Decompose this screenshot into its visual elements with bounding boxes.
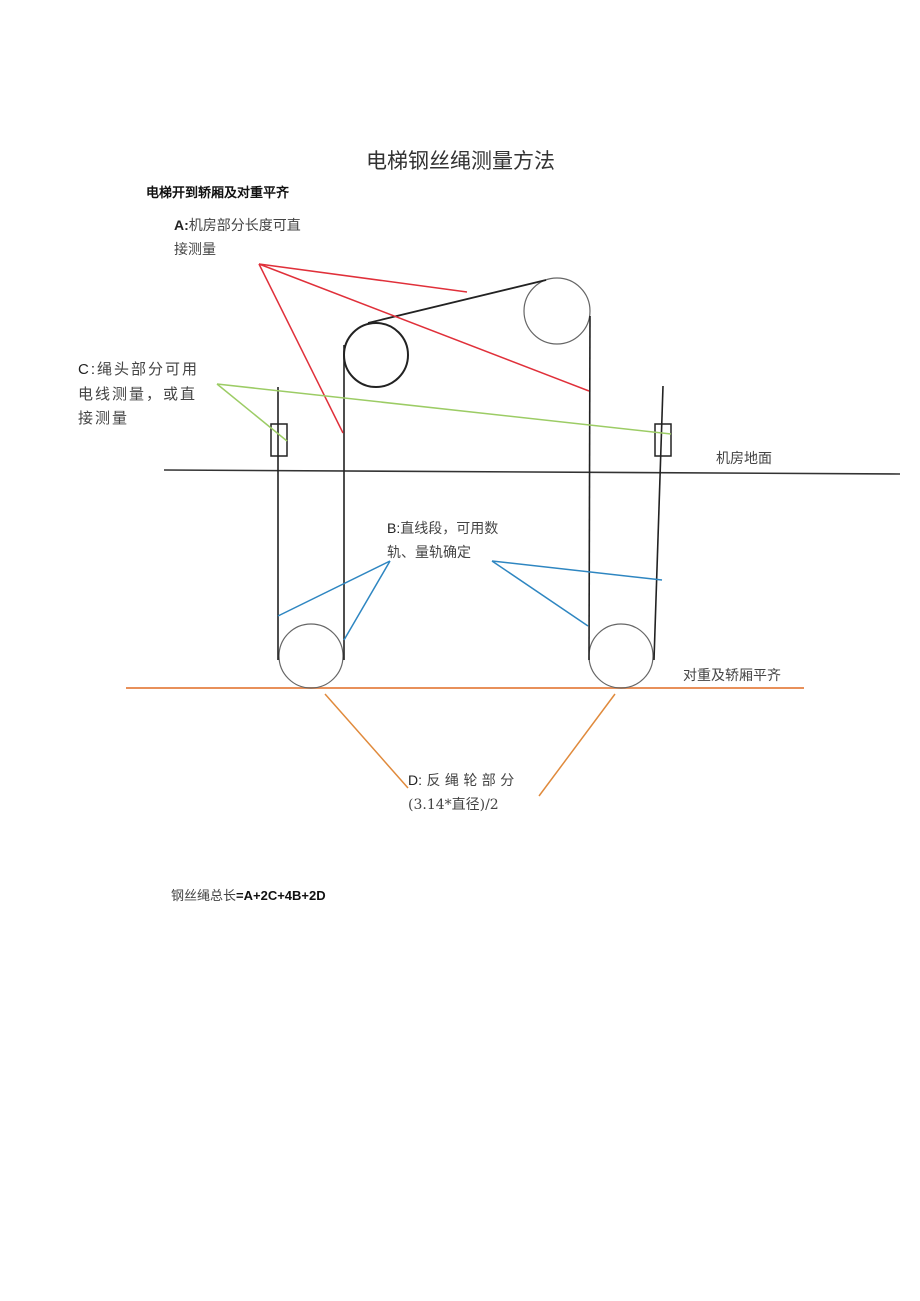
label-a-line2: 接测量 (174, 242, 216, 258)
traction-sheave (343, 322, 409, 388)
total-length-formula: 钢丝绳总长=A+2C+4B+2D (171, 889, 326, 903)
label-d-line1: 反 绳 轮 部 分 (422, 773, 515, 789)
page-subtitle: 电梯开到轿厢及对重平齐 (146, 186, 290, 201)
rope-right-hitch (653, 385, 664, 661)
a-pointer-lines (258, 263, 590, 434)
label-b-line2: 轨、量轨确定 (387, 545, 471, 561)
label-b-prefix: B: (387, 520, 401, 536)
left-rope-hitch-box (270, 423, 288, 457)
right-rope-hitch-box (654, 423, 672, 457)
d-pointer-lines (324, 693, 616, 797)
label-a-line1: 机房部分长度可直 (188, 218, 301, 234)
formula-prefix: 钢丝绳总长 (171, 889, 237, 904)
label-d-line2: (3.14*直径)/2 (408, 797, 499, 813)
label-c-line1: 绳头部分可用 (97, 360, 200, 378)
label-c-line2: 电线测量，或直 (78, 385, 198, 403)
machine-room-floor-label: 机房地面 (716, 451, 772, 467)
page-title: 电梯钢丝绳测量方法 (366, 149, 555, 173)
machine-room-floor-line (163, 469, 901, 475)
label-a-prefix: A: (174, 217, 189, 233)
counterweight-pulley (588, 623, 654, 689)
label-b-line1: 直线段，可用数 (400, 521, 499, 537)
label-c: C:绳头部分可用 电线测量，或直 接测量 (78, 357, 199, 430)
label-c-prefix: C: (78, 361, 97, 378)
label-d: D: 反 绳 轮 部 分 (3.14*直径)/2 (408, 768, 514, 817)
label-d-prefix: D: (408, 772, 422, 788)
deflector-sheave (523, 277, 591, 345)
level-label: 对重及轿厢平齐 (683, 668, 781, 684)
rope-right-drop (588, 315, 591, 661)
car-pulley (278, 623, 344, 689)
label-c-line3: 接测量 (78, 409, 130, 427)
formula-expression: =A+2C+4B+2D (236, 888, 326, 903)
rope-top-span (367, 279, 547, 324)
label-b: B:直线段，可用数 轨、量轨确定 (387, 516, 498, 565)
label-a: A:机房部分长度可直 接测量 (174, 213, 301, 262)
c-pointer-lines (216, 383, 672, 442)
b-pointer-lines (277, 560, 663, 641)
